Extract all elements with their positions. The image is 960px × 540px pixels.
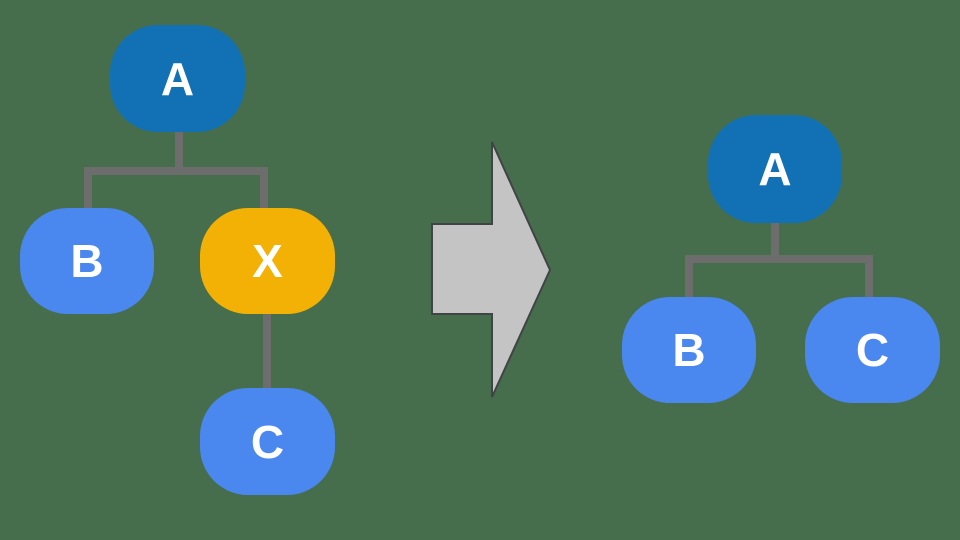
node-label: A [758, 143, 792, 195]
node-label: A [160, 52, 195, 105]
connector-horizontal [685, 255, 873, 263]
connector-a-down [175, 128, 183, 169]
connector-a-down [771, 220, 779, 258]
node-c-after: C [805, 297, 940, 403]
node-b-after: B [622, 297, 756, 403]
node-label: B [672, 324, 706, 376]
node-label: B [70, 235, 104, 287]
connector-x-up [260, 169, 268, 212]
connector-x-c [263, 312, 271, 392]
node-a-before: A [110, 25, 245, 132]
node-x-before: X [200, 208, 335, 314]
connector-b-up [84, 169, 92, 212]
node-a-after: A [708, 115, 842, 223]
connector-c-up [865, 257, 873, 301]
connector-b-up [685, 257, 693, 301]
node-b-before: B [20, 208, 154, 314]
node-label: X [252, 235, 283, 287]
node-label: C [855, 324, 890, 376]
node-label: C [250, 415, 285, 468]
connector-horizontal [84, 167, 268, 175]
node-c-before: C [200, 388, 335, 495]
